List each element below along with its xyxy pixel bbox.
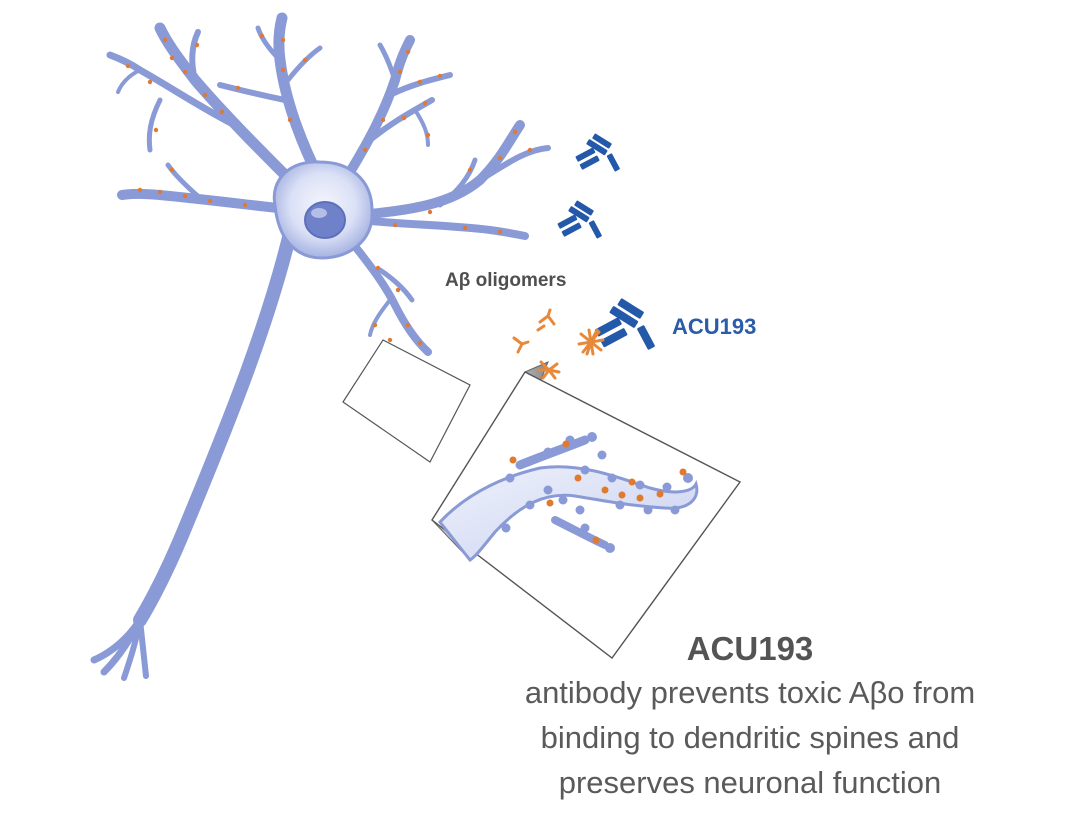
caption-line: binding to dendritic spines and: [540, 720, 960, 755]
oligomer-icon: [512, 308, 605, 380]
neuron-icon: [90, 12, 551, 681]
caption-body: antibody prevents toxic Aβo from binding…: [430, 670, 1070, 805]
oligomers-label: Aβ oligomers: [445, 270, 567, 291]
nucleus: [304, 201, 346, 239]
caption-title: ACU193: [686, 630, 814, 667]
zoomed-dendrite: [438, 465, 699, 563]
zoomed-spines: [501, 432, 693, 553]
antibody-label: ACU193: [672, 314, 757, 339]
axon: [90, 218, 299, 681]
zoomed-spine-dots: [509, 440, 687, 544]
caption: ACU193 antibody prevents toxic Aβo from …: [430, 628, 1070, 805]
spine-dots: [125, 33, 533, 346]
caption-line: preserves neuronal function: [558, 765, 942, 800]
caption-line: antibody prevents toxic Aβo from: [524, 675, 976, 710]
antibody-icon: [557, 133, 655, 350]
magnifier-inset-icon: [342, 339, 742, 659]
